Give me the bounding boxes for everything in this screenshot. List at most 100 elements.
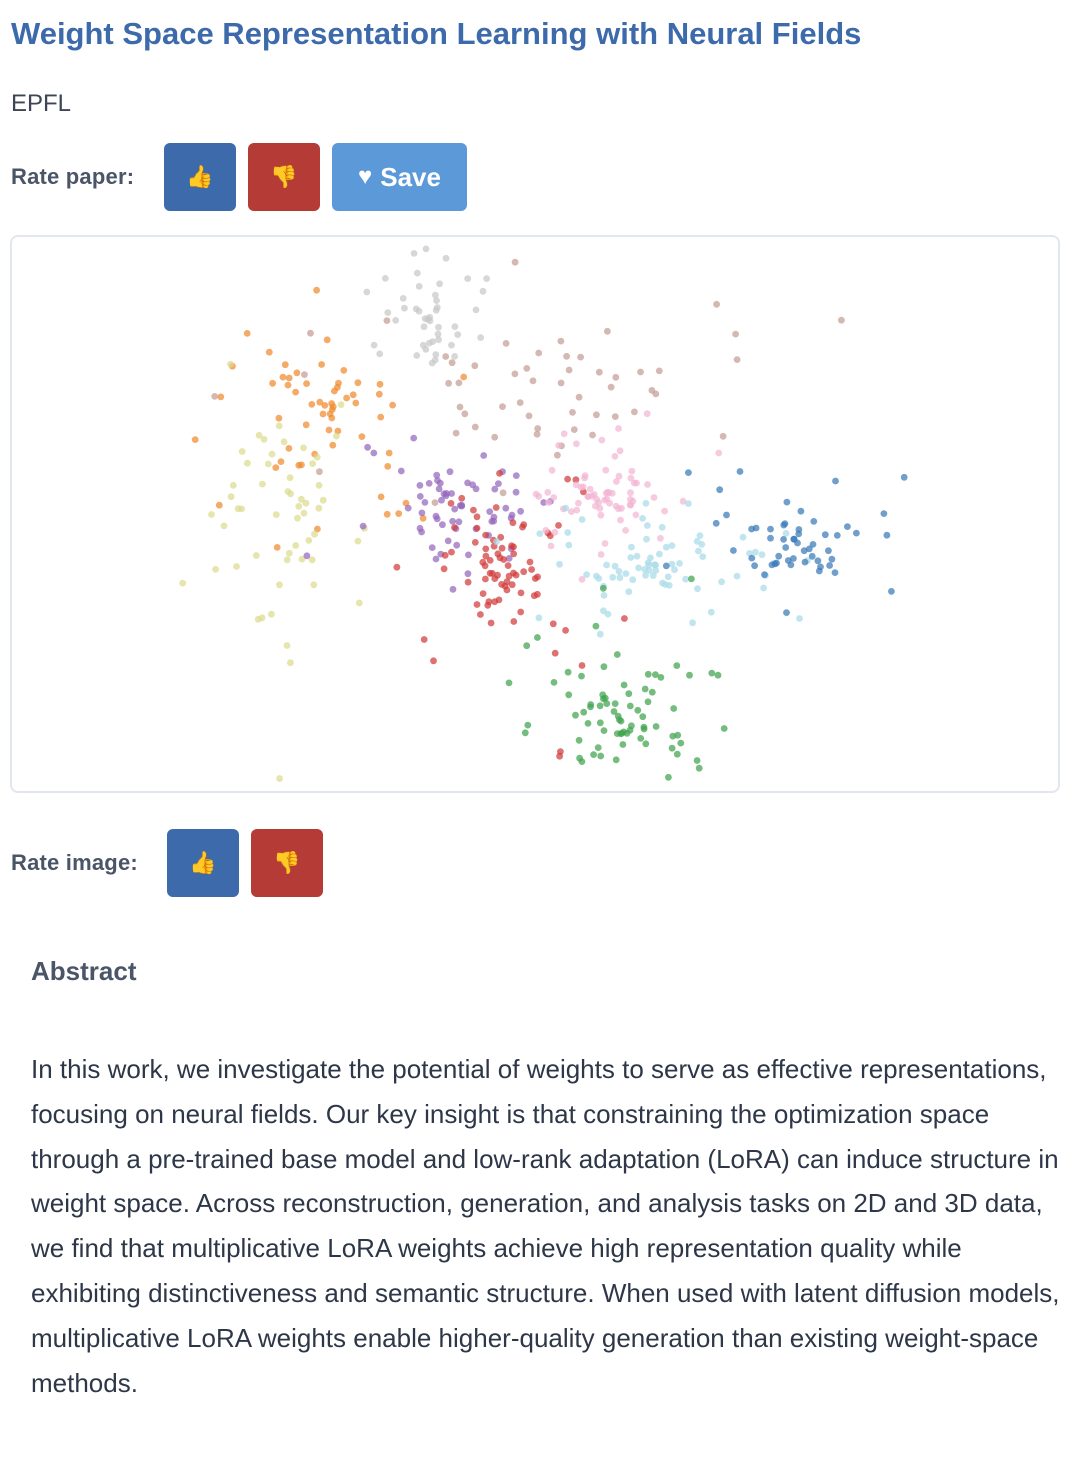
data-point	[694, 585, 701, 593]
data-point	[511, 258, 519, 266]
data-point	[447, 500, 455, 507]
data-point	[613, 730, 621, 737]
data-point	[458, 502, 466, 510]
data-point	[569, 409, 576, 416]
data-point	[716, 486, 724, 494]
data-point	[780, 536, 787, 543]
data-point	[642, 740, 650, 748]
data-point	[613, 651, 621, 658]
data-point	[548, 466, 556, 474]
data-point	[479, 558, 487, 566]
data-point	[573, 506, 581, 514]
abstract-text: In this work, we investigate the potenti…	[31, 1054, 1060, 1398]
save-button[interactable]: ♥ Save	[332, 143, 467, 211]
data-point	[255, 431, 263, 439]
data-point	[649, 572, 657, 579]
data-point	[650, 494, 658, 501]
data-point	[279, 373, 287, 381]
data-point	[517, 608, 525, 616]
data-point	[767, 534, 774, 542]
data-point	[644, 559, 652, 566]
data-point	[503, 586, 511, 594]
data-point	[712, 519, 720, 527]
data-point	[671, 566, 678, 574]
data-point	[797, 507, 805, 515]
data-point	[634, 706, 642, 714]
data-point	[720, 725, 728, 732]
data-point	[656, 550, 663, 558]
data-point	[583, 571, 590, 578]
data-point	[664, 573, 672, 581]
save-label: Save	[380, 161, 441, 192]
data-point	[383, 317, 391, 324]
data-point	[628, 467, 636, 475]
data-point	[376, 380, 384, 388]
data-point	[516, 399, 524, 406]
data-point	[736, 468, 744, 475]
rate-image-thumbs-down-button[interactable]: 👎	[251, 829, 323, 897]
data-point	[488, 570, 496, 577]
data-point	[283, 556, 291, 564]
data-point	[611, 413, 619, 420]
data-point	[252, 552, 260, 559]
rate-image-thumbs-up-button[interactable]: 👍	[167, 829, 239, 897]
data-point	[652, 723, 660, 730]
data-point	[179, 579, 187, 587]
data-point	[628, 543, 635, 551]
data-point	[287, 490, 294, 498]
data-point	[283, 642, 291, 649]
data-point	[631, 408, 638, 416]
data-point	[733, 356, 741, 363]
data-point	[495, 480, 502, 487]
data-point	[286, 474, 294, 482]
data-point	[355, 599, 363, 607]
data-point	[521, 729, 529, 737]
data-point	[451, 323, 459, 330]
data-point	[615, 505, 622, 513]
data-point	[413, 269, 421, 277]
data-point	[259, 480, 266, 488]
data-point	[795, 526, 803, 533]
data-point	[528, 566, 535, 573]
data-point	[303, 552, 311, 560]
data-point	[298, 495, 305, 503]
data-point	[265, 348, 273, 356]
data-point	[530, 592, 538, 600]
data-point	[540, 499, 548, 506]
data-point	[490, 517, 498, 525]
data-point	[775, 552, 783, 560]
data-point	[614, 712, 622, 720]
data-point	[707, 608, 715, 616]
data-point	[640, 723, 648, 731]
rate-paper-thumbs-up-button[interactable]: 👍	[164, 143, 236, 211]
data-point	[469, 481, 476, 489]
affiliation: EPFL	[11, 90, 72, 117]
data-point	[563, 352, 570, 360]
data-point	[595, 575, 603, 582]
data-point	[564, 529, 572, 536]
data-point	[615, 472, 623, 480]
data-point	[652, 561, 659, 569]
data-point	[883, 531, 891, 539]
data-point	[482, 545, 490, 553]
data-point	[554, 451, 561, 459]
data-point	[661, 507, 668, 515]
data-point	[269, 379, 276, 387]
data-point	[715, 449, 723, 457]
data-point	[658, 523, 666, 531]
data-point	[430, 657, 437, 665]
data-point	[562, 627, 569, 634]
data-point	[625, 588, 633, 596]
data-point	[329, 441, 337, 449]
data-point	[461, 410, 469, 418]
data-point	[642, 571, 649, 579]
data-point	[384, 309, 392, 316]
data-point	[451, 524, 458, 531]
rate-paper-thumbs-down-button[interactable]: 👎	[248, 143, 320, 211]
data-point	[626, 501, 634, 509]
data-point	[688, 575, 695, 583]
data-point	[275, 422, 283, 430]
data-point	[472, 306, 480, 314]
data-point	[229, 482, 237, 489]
data-point	[455, 379, 463, 387]
